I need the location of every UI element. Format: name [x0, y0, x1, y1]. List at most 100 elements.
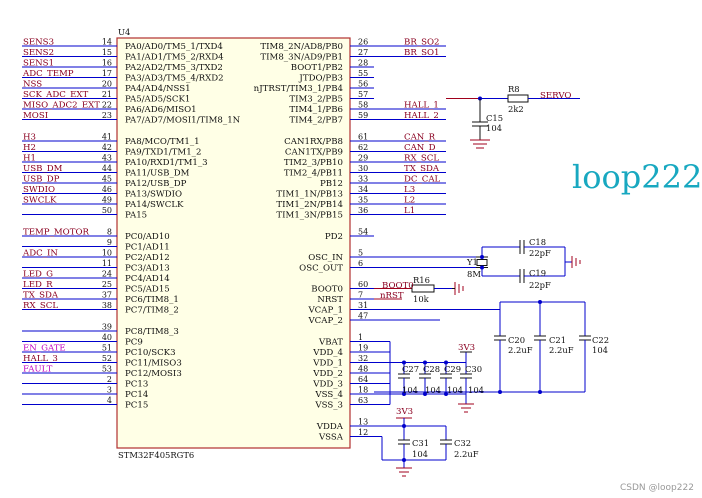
right-net-label: L3 [404, 185, 415, 195]
c18-value: 22pF [529, 248, 551, 258]
left-pin-number: 23 [102, 111, 112, 120]
right-pin-name: VSS_4 [314, 390, 343, 400]
right-pin-number: 62 [358, 143, 368, 152]
right-pin-number: 55 [358, 69, 368, 78]
left-pin-name: PC14 [125, 390, 149, 400]
right-pin-name: PD2 [325, 232, 343, 242]
right-pin-name: NRST [317, 295, 343, 305]
boot0-net-label: BOOT0 [382, 281, 414, 291]
right-pin-name: TIM2_4/PB11 [284, 169, 343, 179]
right-pin-name: TIM3_2/PB5 [289, 95, 343, 105]
right-pin-name: VDD_2 [312, 369, 343, 379]
left-pin-name: PA13/SWDIO [125, 190, 182, 200]
right-net-label: CAN_R [404, 133, 436, 143]
left-net-label: LED_G [23, 270, 53, 280]
left-pin-name: PA5/AD5/SCK1 [125, 95, 190, 105]
left-pin-number: 25 [102, 280, 112, 289]
right-pin-number: 61 [358, 133, 368, 142]
right-pin-number: 34 [358, 185, 368, 194]
left-net-label: H3 [23, 133, 36, 143]
right-pin-name: BOOT1/PB2 [291, 63, 343, 73]
left-pin-name: PC15 [125, 401, 148, 411]
left-net-label: SCK_ADC_EXT [23, 90, 89, 100]
left-pin-name: PC13 [125, 380, 148, 390]
c21-value: 2.2uF [549, 345, 574, 355]
left-pin-number: 45 [102, 175, 112, 184]
right-pin-number: 5 [358, 249, 363, 258]
right-net-label: HALL_1 [404, 101, 439, 111]
c27-refdes: C27 [402, 364, 419, 374]
c22-refdes: C22 [592, 335, 609, 345]
right-pin-number: 13 [358, 418, 368, 427]
c18-refdes: C18 [529, 237, 546, 247]
right-pin-number: 35 [358, 196, 368, 205]
right-pin-name: VBAT [318, 338, 343, 348]
crystal-circuit: Y1 8M C18 22pF C19 22pF [374, 237, 581, 290]
c29-value: 104 [447, 385, 463, 395]
left-pin-name: PA7/AD7/MOSI1/TIM8_1N [125, 116, 241, 126]
left-pin-number: 2 [107, 375, 112, 384]
right-pin-number: 36 [358, 206, 368, 215]
left-net-label: HALL_3 [23, 354, 58, 364]
r8-value: 2k2 [508, 104, 524, 114]
left-pin-name: PA6/AD6/MISO1 [125, 105, 197, 115]
left-pin-name: PA4/AD4/NSS1 [125, 84, 191, 94]
left-pin-name: PA9/TXD1/TM1_2 [125, 148, 201, 158]
left-pin-name: PC8/TIM8_3 [125, 327, 179, 337]
left-pin-name: PA14/SWCLK [125, 200, 184, 210]
right-pin-number: 29 [358, 154, 368, 163]
right-pin-number: 56 [358, 80, 368, 89]
left-net-label: NSS [23, 80, 42, 90]
left-pin-name: PA8/MCO/TM1_1 [125, 137, 200, 147]
right-pin-number: 30 [358, 164, 368, 173]
right-net-label: CAN_D [404, 143, 436, 153]
right-pin-number: 19 [358, 344, 368, 353]
left-pin-name: PA3/AD3/TM5_4/RXD2 [125, 74, 224, 84]
right-net-label: L1 [404, 206, 415, 216]
right-pin-number: 63 [358, 396, 368, 405]
mcu-refdes: U4 [118, 27, 130, 37]
left-pin-name: PC11/MISO3 [125, 359, 182, 369]
right-net-label: HALL_2 [404, 111, 439, 121]
left-net-label: H2 [23, 143, 36, 153]
left-net-label: ADC_TEMP [22, 69, 74, 79]
c27-value: 104 [402, 385, 418, 395]
right-pin-name: VDD_1 [312, 359, 343, 369]
servo-net-label: SERVO [540, 91, 571, 101]
left-pin-number: 8 [107, 228, 112, 237]
left-pin-number: 4 [107, 396, 112, 405]
left-pin-name: PC9 [125, 338, 143, 348]
c28-refdes: C28 [423, 364, 440, 374]
left-pin-name: PC6/TIM8_1 [125, 295, 179, 305]
left-pin-number: 51 [102, 344, 112, 353]
